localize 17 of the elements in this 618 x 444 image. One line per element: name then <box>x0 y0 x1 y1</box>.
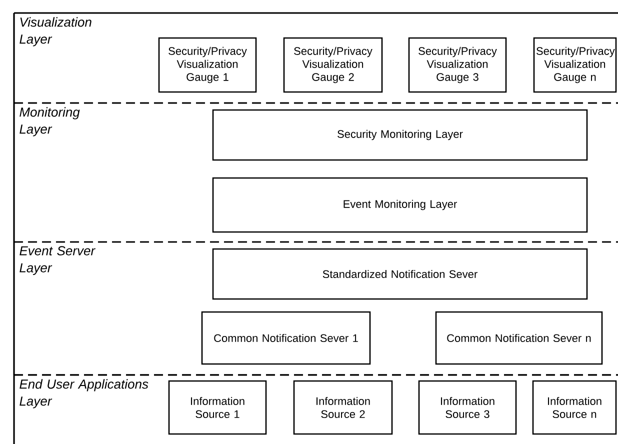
component-box: Security Monitoring Layer <box>212 109 588 161</box>
component-box: Information Source 2 <box>293 380 393 435</box>
component-box: Security/Privacy Visualization Gauge 2 <box>283 37 383 93</box>
component-box: Security/Privacy Visualization Gauge 3 <box>408 37 507 93</box>
layer-heading: Monitoring Layer <box>20 107 80 136</box>
component-box: Security/Privacy Visualization Gauge n <box>533 37 617 93</box>
layer-heading: Visualization Layer <box>20 17 92 46</box>
component-box: Information Source 1 <box>168 380 267 435</box>
layer-heading: End User Applications Layer <box>20 379 148 408</box>
component-box: Information Source 3 <box>418 380 517 435</box>
component-box: Standardized Notification Sever <box>212 248 588 300</box>
component-box: Common Notification Sever n <box>435 311 603 365</box>
component-box: Event Monitoring Layer <box>212 177 588 233</box>
component-box: Security/Privacy Visualization Gauge 1 <box>158 37 257 93</box>
component-box: Information Source n <box>532 380 617 435</box>
layer-heading: Event Server Layer <box>20 246 96 275</box>
component-box: Common Notification Sever 1 <box>201 311 371 365</box>
